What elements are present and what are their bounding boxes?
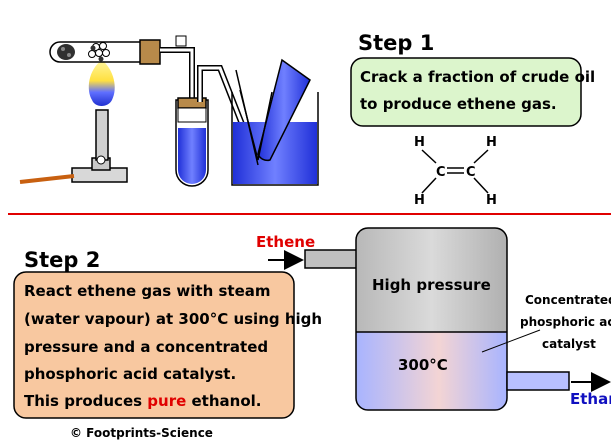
- copyright: © Footprints-Science: [70, 426, 213, 440]
- atom-h4: H: [486, 193, 497, 208]
- input-pipe: [304, 249, 362, 269]
- catalyst-pointer: [481, 329, 541, 353]
- step2-line-3: pressure and a concentrated: [24, 338, 268, 356]
- step2-line-4: phosphoric acid catalyst.: [24, 365, 236, 383]
- step2-title: Step 2: [24, 248, 100, 272]
- cracking-apparatus: [19, 35, 319, 187]
- catalyst-label-line-1: Concentrated: [525, 293, 611, 307]
- step2-line-2: (water vapour) at 300°C using high: [24, 310, 322, 328]
- step1-line-2: to produce ethene gas.: [360, 95, 557, 113]
- bunsen-burner: [19, 60, 128, 184]
- catalyst-pieces: [88, 42, 110, 62]
- step2-last-suffix: ethanol.: [186, 392, 261, 410]
- atom-h3: H: [414, 193, 425, 208]
- step1-line-1: Crack a fraction of crude oil: [360, 68, 595, 86]
- atom-h2: H: [486, 135, 497, 150]
- stopper: [139, 39, 161, 65]
- step2-box: [13, 271, 295, 419]
- catalyst-label-line-2: phosphoric acid: [520, 315, 611, 329]
- step1-title: Step 1: [358, 31, 434, 55]
- ethanol-label: Ethanol: [570, 390, 611, 408]
- mineral-wool: [57, 44, 75, 60]
- reactor-vessel: High pressure 300°C: [304, 227, 570, 411]
- step2-line-1: React ethene gas with steam: [24, 282, 271, 300]
- atom-c2: C: [466, 165, 476, 180]
- ethene-structure: H H C C H H: [414, 135, 497, 208]
- catalyst-label-line-3: catalyst: [542, 337, 596, 351]
- reactor-outline: [355, 227, 508, 411]
- step2-line-5: This produces pure ethanol.: [24, 392, 261, 410]
- water-trough: [231, 58, 319, 186]
- clamp: [175, 35, 187, 47]
- step2-highlight-pure: pure: [147, 392, 186, 410]
- ethene-label: Ethene: [256, 233, 315, 251]
- boiling-tube: [49, 39, 161, 65]
- temperature-label: 300°C: [398, 356, 448, 374]
- pressure-label: High pressure: [372, 276, 491, 294]
- output-pipe: [506, 371, 570, 391]
- atom-c1: C: [436, 165, 446, 180]
- step1-box: [350, 57, 582, 127]
- collection-tube: [175, 97, 209, 187]
- step2-last-prefix: This produces: [24, 392, 147, 410]
- flame: [88, 60, 115, 106]
- atom-h1: H: [414, 135, 425, 150]
